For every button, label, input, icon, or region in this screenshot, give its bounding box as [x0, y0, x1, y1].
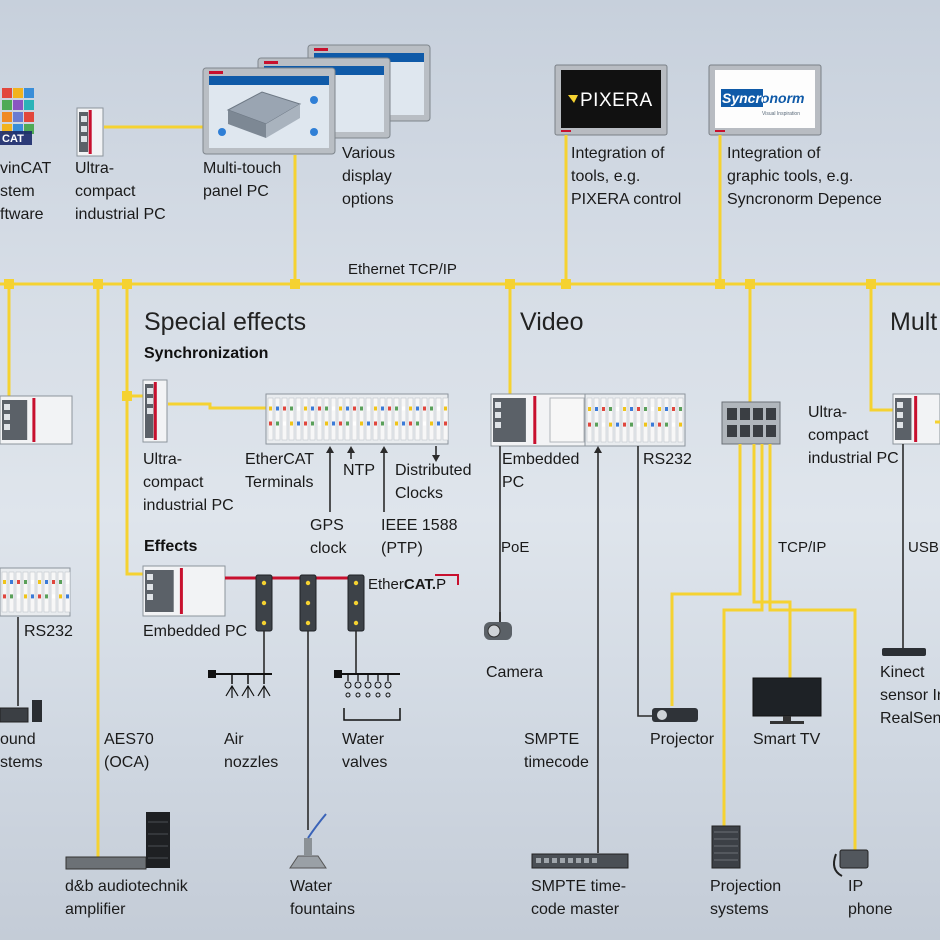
tcp-ipphone: [768, 444, 857, 850]
syncronorm-tagline: Visual Inspiration: [762, 111, 800, 117]
display-options-label: Various display options: [342, 145, 396, 208]
smart-tv-icon: [752, 677, 822, 724]
sfx-upc-node: [122, 391, 132, 401]
panel-factory-graphic: [218, 91, 318, 138]
smpte-master-device: [531, 853, 629, 869]
smpte-label: SMPTE timecode: [524, 731, 589, 771]
left-ipc-device: [0, 395, 73, 445]
smpte-master-label: SMPTE time- code master: [531, 878, 627, 918]
video-heading: Video: [520, 308, 584, 336]
sound-systems-label: ound stems: [0, 731, 43, 771]
multi-upc-label: Ultra- compact industrial PC: [808, 404, 899, 467]
smart-tv-label: Smart TV: [753, 731, 821, 748]
ieee-label: IEEE 1588 (PTP): [381, 517, 458, 557]
video-terminals-device: [584, 393, 686, 447]
tcp-projector: [670, 444, 742, 706]
ip-phone-label: IP phone: [848, 878, 893, 918]
top-upc-label: Ultra- compact industrial PC: [75, 160, 166, 223]
left-rs232-label: RS232: [24, 623, 73, 640]
gps-clock-label: GPS clock: [310, 517, 347, 557]
projector-label: Projector: [650, 731, 715, 748]
gps-arrow: [326, 446, 334, 512]
ethercat-p-suffix: P: [436, 576, 447, 593]
effects-heading: Effects: [144, 538, 198, 555]
sfx-to-terminals: [168, 402, 266, 410]
tcp-projection: [722, 444, 764, 826]
distributed-clocks-arrow: [432, 446, 440, 462]
ntp-label: NTP: [343, 462, 375, 479]
effects-trunk: [125, 284, 146, 576]
pixera-screen-text: PIXERA: [580, 90, 653, 111]
water-valves-icon: [334, 670, 401, 721]
syncronorm-monitor: SyncronormSyncronormVisual Inspiration: [708, 64, 822, 136]
pixera-monitor: PIXERA: [554, 64, 668, 136]
amplifier-device: [65, 812, 170, 870]
bus-label: Ethernet TCP/IP: [348, 261, 457, 278]
smpte-timecode-arrow: [594, 446, 602, 853]
pixera-logo-icon: [568, 95, 578, 103]
camera-icon: [484, 612, 512, 640]
effects-embedded-pc-device: [142, 565, 226, 617]
twincat-logo-text: CAT: [2, 133, 24, 145]
sfx-upc-label: Ultra- compact industrial PC: [143, 451, 234, 514]
ep-box-2: [299, 574, 317, 632]
usb-label: USB: [908, 539, 939, 556]
rs232-projector-line: [637, 446, 660, 717]
kinect-label: Kinect sensor In RealSens: [880, 664, 940, 727]
panel-pc-label: Multi-touch panel PC: [203, 160, 282, 200]
poe-label: PoE: [501, 539, 530, 556]
tcp-smarttv: [752, 444, 792, 678]
syncronorm-screen-text-inverse: Syncronorm: [722, 90, 804, 106]
twincat-label: vinCAT stem ftware: [0, 160, 52, 223]
pixera-text: Integration of tools, e.g. PIXERA contro…: [571, 145, 682, 208]
ep-box-3: [347, 574, 365, 632]
kinect-sensor-icon: [882, 648, 926, 656]
top-upc-device: [76, 107, 104, 157]
effects-embedded-pc-label: Embedded PC: [143, 623, 248, 640]
ethercat-terminals-label: EtherCAT Terminals: [245, 451, 315, 491]
ethercat-p-bold: CAT.: [403, 576, 437, 593]
ethercat-p-arrow-icon: [435, 574, 459, 585]
water-fountains-label: Water fountains: [290, 878, 355, 918]
sfx-upc-device: [142, 379, 168, 443]
twincat-logo-icon: CAT: [0, 88, 34, 145]
camera-label: Camera: [486, 664, 543, 681]
multimedia-heading: Mult: [890, 308, 938, 336]
ep-box-1: [255, 574, 273, 632]
syncronorm-text: Integration of graphic tools, e.g. Syncr…: [727, 145, 882, 208]
ieee-arrow: [380, 446, 388, 512]
ntp-arrow: [347, 446, 355, 459]
ip-phone-icon: [833, 849, 869, 877]
distributed-clocks-label: Distributed Clocks: [395, 462, 472, 502]
network-switch-device: [721, 401, 781, 445]
video-embedded-pc-label: Embedded PC: [502, 451, 580, 491]
aes70-label: AES70 (OCA): [104, 731, 154, 771]
air-nozzles-label: Air nozzles: [224, 731, 279, 771]
projection-systems-label: Projection systems: [710, 878, 782, 918]
special-effects-heading: Special effects: [144, 308, 307, 336]
ethercat-terminals-device: [265, 393, 449, 445]
water-fountain-icon: [289, 813, 327, 869]
air-nozzles-icon: [208, 670, 272, 698]
multi-drop: [869, 284, 893, 412]
amplifier-label: d&b audiotechnik amplifier: [65, 878, 188, 918]
left-terminals: [0, 567, 71, 617]
ethercat-p-prefix: Ether: [368, 576, 404, 593]
water-valves-label: Water valves: [342, 731, 388, 771]
projector-icon: [652, 708, 698, 722]
tcpip-label: TCP/IP: [778, 539, 827, 556]
ethercat-p-label: EtherCAT.P: [368, 573, 446, 596]
multi-upc-device: [892, 393, 940, 445]
sound-system-device: [0, 700, 42, 723]
synchronization-heading: Synchronization: [144, 345, 269, 362]
video-rs232-label: RS232: [643, 451, 692, 468]
syncronorm-screen-text: Syncronorm: [722, 90, 804, 106]
projection-system-icon: [711, 825, 741, 869]
